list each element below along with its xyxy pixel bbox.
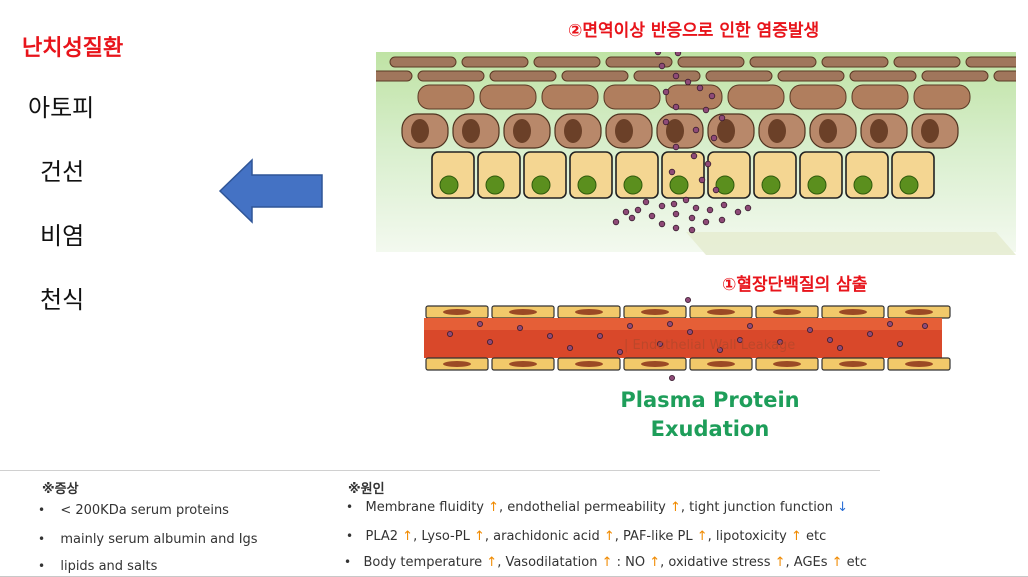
caption-plasma-exudation: ①혈장단백질의 삼출 [722, 275, 868, 295]
separator-line [0, 470, 880, 471]
vessel-label: | Endothelial Wall Leakage [624, 338, 796, 353]
causes-heading: ※원인 [348, 482, 385, 497]
caption-immune-inflammation: ②면역이상 반응으로 인한 염증발생 [568, 21, 820, 41]
symptom-item: • mainly serum albumin and Igs [38, 532, 258, 547]
symptom-item: • < 200KDa serum proteins [38, 503, 229, 518]
symptoms-heading: ※증상 [42, 482, 79, 497]
disease-atopy: 아토피 [28, 94, 95, 122]
arrow-left-icon [218, 158, 323, 224]
symptom-item: • lipids and salts [38, 559, 158, 574]
cause-row-3: • Body temperature ↑, Vasodilatation ↑ :… [344, 555, 867, 570]
cause-row-2: • PLA2 ↑, Lyso-PL ↑, arachidonic acid ↑,… [346, 529, 827, 544]
skin-cells-illustration [376, 52, 1016, 255]
disease-asthma: 천식 [40, 286, 85, 314]
cause-row-1: • Membrane fluidity ↑, endothelial perme… [346, 500, 849, 515]
blood-vessel-illustration [424, 297, 951, 382]
plasma-protein-exudation-title: Plasma Protein Exudation [620, 388, 800, 441]
disease-rhinitis: 비염 [40, 222, 85, 250]
section-title: 난치성질환 [22, 36, 124, 61]
disease-psoriasis: 건선 [40, 158, 85, 186]
